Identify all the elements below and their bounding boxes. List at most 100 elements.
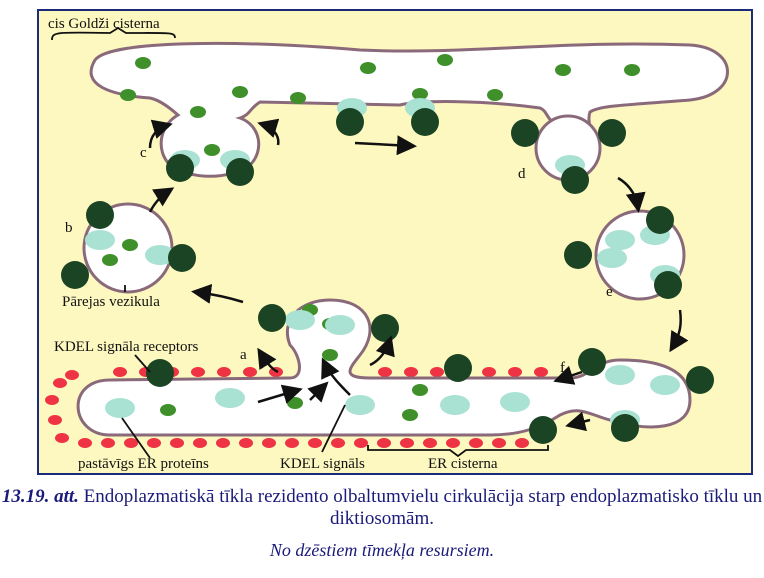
ribosome xyxy=(446,438,460,448)
ribosome xyxy=(331,438,345,448)
soluble-proteins xyxy=(102,54,640,421)
soluble-protein xyxy=(232,86,248,98)
kdel-receptor xyxy=(146,359,174,387)
caption-text: Endoplazmatiskā tīkla rezidento olbaltum… xyxy=(83,486,763,529)
ribosome xyxy=(285,438,299,448)
ribosome xyxy=(354,438,368,448)
arrow-er-2 xyxy=(307,381,329,403)
ribosome xyxy=(378,367,392,377)
soluble-protein xyxy=(322,349,338,361)
label-b: b xyxy=(65,220,73,236)
label-a: a xyxy=(240,347,247,363)
kdel-receptor xyxy=(168,244,196,272)
kdel-protein xyxy=(215,388,245,408)
soluble-protein xyxy=(555,64,571,76)
kdel-protein xyxy=(285,310,315,330)
ribosome xyxy=(193,438,207,448)
ribosome xyxy=(430,367,444,377)
kdel-receptor xyxy=(578,348,606,376)
label-c: c xyxy=(140,145,147,161)
arrow-right xyxy=(354,135,417,156)
kdel-receptor xyxy=(561,166,589,194)
ribosome xyxy=(55,433,69,443)
soluble-protein xyxy=(102,254,118,266)
ribosome xyxy=(191,367,205,377)
er-golgi-diagram: cis Goldži cisterna c d b e a f Pārejas … xyxy=(37,9,753,475)
kdel-receptor xyxy=(371,314,399,342)
ribosome xyxy=(216,438,230,448)
kdel-receptor xyxy=(258,304,286,332)
ribosome xyxy=(492,438,506,448)
kdel-receptor xyxy=(511,119,539,147)
kdel-protein xyxy=(345,395,375,415)
kdel-protein xyxy=(500,392,530,412)
soluble-protein xyxy=(122,239,138,251)
soluble-protein xyxy=(120,89,136,101)
soluble-protein xyxy=(437,54,453,66)
soluble-protein xyxy=(360,62,376,74)
arrow-a-b xyxy=(191,283,244,304)
kdel-proteins xyxy=(85,98,680,430)
arrow-c-left xyxy=(148,119,173,149)
label-e: e xyxy=(606,284,613,300)
label-er-cisterna: ER cisterna xyxy=(428,456,498,472)
kdel-receptor xyxy=(86,201,114,229)
ribosome xyxy=(113,367,127,377)
kdel-receptor xyxy=(564,241,592,269)
ribosome xyxy=(217,367,231,377)
soluble-protein xyxy=(160,404,176,416)
kdel-receptor xyxy=(611,414,639,442)
soluble-protein xyxy=(402,409,418,421)
soluble-protein xyxy=(190,106,206,118)
ribosome xyxy=(53,378,67,388)
kdel-receptor xyxy=(411,108,439,136)
soluble-protein xyxy=(135,57,151,69)
kdel-receptor xyxy=(336,108,364,136)
kdel-receptor xyxy=(598,119,626,147)
label-d: d xyxy=(518,166,526,182)
label-golgi: cis Goldži cisterna xyxy=(48,16,160,32)
label-kdel-signal: KDEL signāls xyxy=(280,456,365,472)
ribosome xyxy=(423,438,437,448)
ribosome xyxy=(534,367,548,377)
kdel-protein xyxy=(605,230,635,250)
ribosome xyxy=(101,438,115,448)
arrow-a xyxy=(257,347,279,374)
soluble-protein xyxy=(412,384,428,396)
kdel-protein xyxy=(145,245,175,265)
label-leaders xyxy=(51,26,549,459)
ribosome xyxy=(78,438,92,448)
ribosome xyxy=(124,438,138,448)
kdel-protein xyxy=(85,230,115,250)
label-f: f xyxy=(560,360,565,376)
kdel-receptor xyxy=(654,271,682,299)
kdel-receptor xyxy=(686,366,714,394)
soluble-protein xyxy=(487,89,503,101)
ribosome xyxy=(508,367,522,377)
ribosome xyxy=(469,438,483,448)
soluble-protein xyxy=(412,88,428,100)
ribosome xyxy=(262,438,276,448)
arrow-er-3 xyxy=(321,357,351,396)
arrow-e-f xyxy=(669,309,689,353)
soluble-protein xyxy=(290,92,306,104)
kdel-receptor xyxy=(444,354,472,382)
ribosome xyxy=(45,395,59,405)
kdel-protein xyxy=(650,375,680,395)
arrow-f xyxy=(553,365,583,385)
caption-source: No dzēstiem tīmekļa resursiem. xyxy=(269,540,495,560)
kdel-receptor xyxy=(61,261,89,289)
kdel-protein xyxy=(440,395,470,415)
ribosome xyxy=(243,367,257,377)
arrow-b-c xyxy=(148,187,175,213)
arrow-vesicle-out xyxy=(369,335,395,367)
kdel-receptor xyxy=(529,416,557,444)
ribosome xyxy=(404,367,418,377)
label-transition-vesicle: Pārejas vezikula xyxy=(62,294,160,310)
ribosomes xyxy=(45,367,548,448)
kdel-protein xyxy=(597,248,627,268)
ribosome xyxy=(239,438,253,448)
label-kdel-receptors: KDEL signāla receptors xyxy=(54,339,199,355)
arrow-c-right xyxy=(257,118,280,146)
kdel-protein xyxy=(325,315,355,335)
